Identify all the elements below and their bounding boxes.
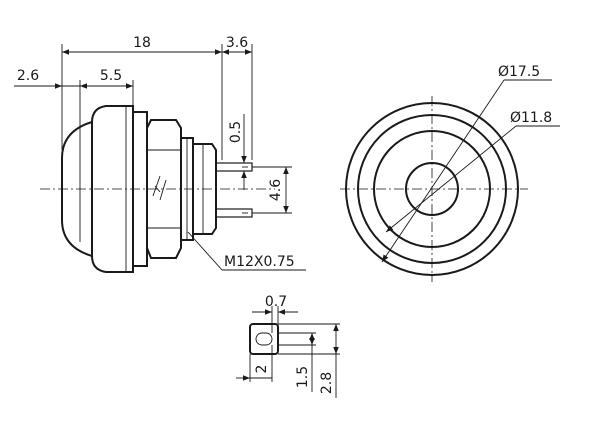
outer-ring-circle — [345, 102, 519, 276]
dim-terminal-length: 3.6 — [222, 35, 253, 160]
front-view: Ø17.5 Ø11.8 — [340, 64, 560, 282]
leader-line — [187, 231, 223, 271]
dim-label-overall-length: 18 — [133, 35, 151, 51]
inner-diameter-label: Ø11.8 — [510, 110, 552, 126]
dim-label-tab-width-large: 2.8 — [319, 372, 335, 394]
dim-label-cap-length: 5.5 — [100, 68, 122, 84]
terminal-tab — [249, 323, 279, 355]
thread-callout: M12X0.75 — [187, 231, 306, 271]
inner-diameter-line — [385, 125, 517, 233]
dim-label-cap-offset: 2.6 — [17, 68, 39, 84]
hex-nut — [146, 119, 182, 259]
dim-terminal-spacing: 4.6 — [252, 166, 292, 214]
dim-label-tab-width-small: 1.5 — [295, 366, 311, 388]
terminal-slot — [255, 332, 273, 346]
dim-label-terminal-thickness: 0.5 — [228, 121, 244, 143]
dim-label-slot-length: 2 — [254, 365, 270, 374]
cap-body — [91, 105, 134, 273]
rear-collar — [192, 143, 217, 235]
dim-label-slot-width: 0.7 — [265, 294, 287, 310]
outer-diameter-line — [381, 79, 505, 263]
dim-terminal-thickness: 0.5 — [228, 114, 247, 190]
dim-cap-length: 5.5 — [80, 68, 133, 89]
dim-cap-offset: 2.6 — [14, 68, 134, 136]
outer-diameter-label: Ø17.5 — [498, 64, 540, 80]
side-view — [40, 105, 275, 273]
dim-overall-length: 18 — [61, 35, 223, 160]
bezel-circle — [357, 114, 507, 264]
terminal-detail: 0.7 2 1.5 2.8 — [236, 294, 340, 398]
button-circle — [373, 130, 491, 248]
center-circle — [405, 162, 459, 216]
break-mark — [152, 175, 167, 201]
dim-label-terminal-length: 3.6 — [226, 35, 248, 51]
dim-label-terminal-spacing: 4.6 — [268, 179, 284, 201]
thread-spec-label: M12X0.75 — [224, 254, 295, 270]
